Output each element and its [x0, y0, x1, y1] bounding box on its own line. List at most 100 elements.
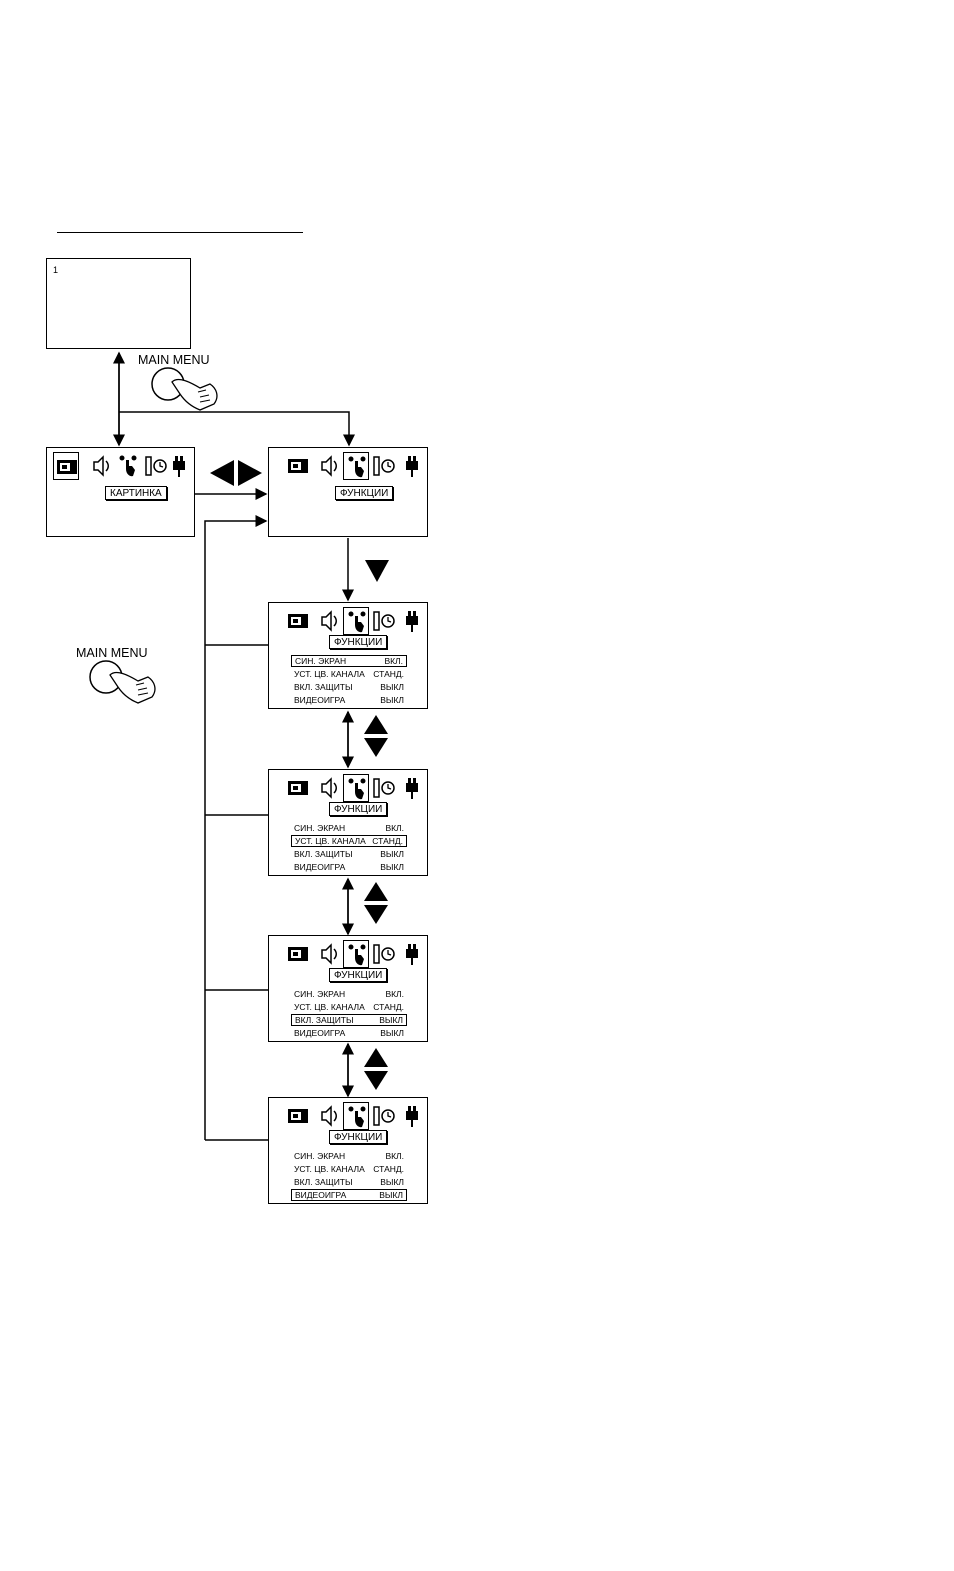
plug-icon[interactable]: [399, 940, 425, 968]
main-menu-label: MAIN MENU: [138, 353, 210, 367]
picture-icon[interactable]: [285, 452, 311, 480]
menu-row-value: ВКЛ.: [384, 656, 403, 666]
sound-icon[interactable]: [87, 452, 113, 480]
plug-icon[interactable]: [399, 1102, 425, 1130]
menu-row-key: ВКЛ. ЗАЩИТЫ: [294, 849, 353, 859]
menu-row-key: ВКЛ. ЗАЩИТЫ: [294, 1177, 353, 1187]
menu-row-key: УСТ. ЦВ. КАНАЛА: [294, 1002, 365, 1012]
functions-menu-title: ФУНКЦИИ: [335, 486, 394, 500]
menu-row-value: ВЫКЛ: [380, 849, 404, 859]
functions-submenu-screen-1: ФУНКЦИИ СИН. ЭКРАН ВКЛ. УСТ. ЦВ. КАНАЛА СТАН…: [268, 602, 428, 709]
menu-row-key: СИН. ЭКРАН: [294, 989, 346, 999]
menu-row-value: ВЫКЛ: [379, 1015, 403, 1025]
menu-icon-bar: [269, 1102, 427, 1132]
sound-icon[interactable]: [315, 1102, 341, 1130]
picture-icon[interactable]: [53, 452, 79, 480]
functions-icon[interactable]: [343, 607, 369, 635]
timer-icon[interactable]: [143, 452, 169, 480]
menu-row-value: ВЫКЛ: [379, 1190, 403, 1200]
menu-row[interactable]: ВКЛ. ЗАЩИТЫ ВЫКЛ: [291, 1176, 407, 1188]
menu-row[interactable]: СИН. ЭКРАН ВКЛ.: [291, 988, 407, 1000]
main-menu-button-2[interactable]: [88, 659, 168, 707]
menu-row[interactable]: УСТ. ЦВ. КАНАЛА СТАНД.: [291, 1163, 407, 1175]
functions-icon[interactable]: [343, 452, 369, 480]
menu-row[interactable]: УСТ. ЦВ. КАНАЛА СТАНД.: [291, 1001, 407, 1013]
menu-row[interactable]: УСТ. ЦВ. КАНАЛА СТАНД.: [291, 668, 407, 680]
menu-row-key: ВИДЕОИГРА: [294, 862, 346, 872]
down-arrow-icon: [365, 560, 389, 582]
timer-icon[interactable]: [371, 1102, 397, 1130]
up-down-arrows-icon: [364, 715, 388, 757]
functions-icon[interactable]: [115, 452, 141, 480]
menu-row-value: ВЫКЛ: [380, 1028, 404, 1038]
channel-number: 1: [53, 265, 59, 275]
menu-row[interactable]: ВИДЕОИГРА ВЫКЛ: [291, 694, 407, 706]
menu-row[interactable]: СИН. ЭКРАН ВКЛ.: [291, 655, 407, 667]
plug-icon[interactable]: [399, 774, 425, 802]
functions-menu-title: ФУНКЦИИ: [329, 1130, 388, 1144]
up-down-arrows-icon-3: [364, 1048, 388, 1090]
timer-icon[interactable]: [371, 774, 397, 802]
menu-icon-bar: [269, 452, 427, 482]
menu-row-value: СТАНД.: [373, 669, 404, 679]
up-down-arrows-icon-2: [364, 882, 388, 924]
menu-row-key: СИН. ЭКРАН: [294, 823, 346, 833]
functions-icon[interactable]: [343, 940, 369, 968]
menu-icon-bar: [47, 452, 194, 482]
menu-row-value: СТАНД.: [373, 1002, 404, 1012]
menu-row[interactable]: ВИДЕОИГРА ВЫКЛ: [291, 861, 407, 873]
menu-row[interactable]: ВИДЕОИГРА ВЫКЛ: [291, 1027, 407, 1039]
timer-icon[interactable]: [371, 940, 397, 968]
menu-row-value: ВЫКЛ: [380, 1177, 404, 1187]
menu-row-value: ВКЛ.: [385, 1151, 404, 1161]
menu-row[interactable]: УСТ. ЦВ. КАНАЛА СТАНД.: [291, 835, 407, 847]
menu-row-key: УСТ. ЦВ. КАНАЛА: [295, 836, 366, 846]
menu-row-value: СТАНД.: [372, 836, 403, 846]
menu-icon-bar: [269, 607, 427, 637]
timer-icon[interactable]: [371, 452, 397, 480]
plug-icon[interactable]: [399, 452, 425, 480]
left-right-arrows-icon: [210, 460, 262, 486]
sound-icon[interactable]: [315, 940, 341, 968]
picture-menu-title: КАРТИНКА: [105, 486, 167, 500]
menu-row[interactable]: ВИДЕОИГРА ВЫКЛ: [291, 1189, 407, 1201]
sound-icon[interactable]: [315, 774, 341, 802]
menu-row-key: УСТ. ЦВ. КАНАЛА: [294, 1164, 365, 1174]
menu-row-key: ВКЛ. ЗАЩИТЫ: [294, 682, 353, 692]
main-menu-button[interactable]: [150, 366, 230, 414]
picture-icon[interactable]: [285, 607, 311, 635]
menu-row-value: ВЫКЛ: [380, 862, 404, 872]
menu-row-key: ВИДЕОИГРА: [294, 695, 346, 705]
menu-row-value: ВЫКЛ: [380, 695, 404, 705]
main-menu-label-2: MAIN MENU: [76, 646, 148, 660]
menu-row-value: СТАНД.: [373, 1164, 404, 1174]
functions-menu-title: ФУНКЦИИ: [329, 635, 388, 649]
sound-icon[interactable]: [315, 452, 341, 480]
timer-icon[interactable]: [371, 607, 397, 635]
plug-icon[interactable]: [399, 607, 425, 635]
menu-row-value: ВЫКЛ: [380, 682, 404, 692]
functions-menu-screen: ФУНКЦИИ: [268, 447, 428, 537]
menu-row-key: ВИДЕОИГРА: [294, 1028, 346, 1038]
sound-icon[interactable]: [315, 607, 341, 635]
menu-row[interactable]: ВКЛ. ЗАЩИТЫ ВЫКЛ: [291, 848, 407, 860]
picture-icon[interactable]: [285, 940, 311, 968]
menu-row-key: ВИДЕОИГРА: [295, 1190, 347, 1200]
menu-row-value: ВКЛ.: [385, 989, 404, 999]
menu-row-key: УСТ. ЦВ. КАНАЛА: [294, 669, 365, 679]
plug-icon[interactable]: [166, 452, 192, 480]
menu-row[interactable]: ВКЛ. ЗАЩИТЫ ВЫКЛ: [291, 681, 407, 693]
menu-row-key: СИН. ЭКРАН: [295, 656, 347, 666]
functions-icon[interactable]: [343, 774, 369, 802]
menu-icon-bar: [269, 774, 427, 804]
picture-icon[interactable]: [285, 774, 311, 802]
picture-icon[interactable]: [285, 1102, 311, 1130]
functions-icon[interactable]: [343, 1102, 369, 1130]
functions-menu-title: ФУНКЦИИ: [329, 802, 388, 816]
